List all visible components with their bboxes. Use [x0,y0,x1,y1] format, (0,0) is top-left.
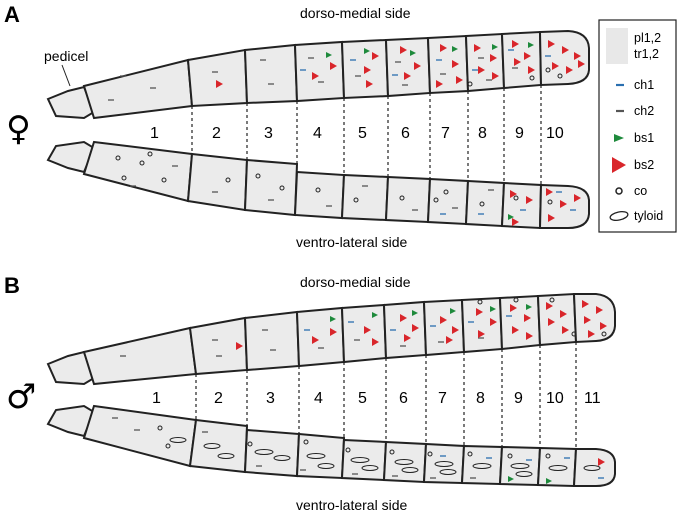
panel-a-segment-number-1: 1 [150,125,159,142]
panel-a-segment-numbers: 1 2 3 4 5 6 7 8 9 10 [150,125,564,142]
panel-a-segment-number-2: 2 [212,125,221,142]
panel-a-ventral-segment-5 [340,173,390,222]
panel-a-dorso-medial-label: dorso-medial side [300,5,411,21]
panel-b-dorso-medial-label: dorso-medial side [300,274,411,290]
legend-ch2-label: ch2 [634,104,654,118]
panel-a-ventral-segment-4 [293,170,346,220]
panel-a-dorsal-segment-10 [538,29,590,87]
panel-a-dorsal-antenna [46,29,590,120]
panel-a-letter: A [4,2,20,27]
panel-b-segment-numbers: 1 2 3 4 5 6 7 8 9 10 11 [152,390,601,407]
legend-bs1-icon [614,134,624,142]
panel-b-dorsal-segment-11 [572,293,616,344]
legend-bs2-label: bs2 [634,158,654,172]
panel-a-ventral-segment-2 [186,152,249,212]
panel-b-segment-number-11: 11 [584,390,601,407]
panel-b-ventral-segment-2 [188,418,249,474]
panel-a-ventral-antenna [46,140,590,230]
legend-co-label: co [634,184,647,198]
male-symbol-icon: ♂ [6,377,36,417]
panel-b-dorsal-segment-4 [295,306,346,368]
female-symbol-icon: ♀ [6,109,31,149]
panel-a-dorsal-segment-2 [186,48,249,108]
panel-b-dorsal-segment-1 [82,326,198,386]
panel-b-ventral-segment-7 [422,442,466,485]
panel-a-segment-number-9: 9 [515,125,524,142]
panel-b-segment-number-1: 1 [152,390,161,407]
panel-b-segment-number-8: 8 [476,390,485,407]
panel-b-ventral-segment-1 [82,404,198,468]
panel-a-segment-dividers [191,85,542,185]
panel-b-dorsal-segment-9 [498,294,542,351]
panel-b-dorsal-sensilla [120,297,607,357]
panel-b-segment-number-2: 2 [214,390,223,407]
panel-b-segment-number-6: 6 [399,390,408,407]
legend-ch1-label: ch1 [634,78,654,92]
panel-a-dorsal-segment-7 [426,34,470,95]
panel-b-segment-dividers [195,342,577,449]
panel-a-segment-number-3: 3 [264,125,273,142]
panel-b-ventral-segment-10 [536,446,578,488]
panel-b-ventral-sensilla [112,417,605,484]
panel-b-segment-number-9: 9 [514,390,523,407]
legend-bs1-label: bs1 [634,131,654,145]
panel-b-ventral-segment-9 [498,445,542,487]
panel-a-segment-number-5: 5 [358,125,367,142]
legend-tyloid-label: tyloid [634,209,663,223]
panel-b-segment-number-7: 7 [438,390,447,407]
panel-a-dorsal-sensilla [108,40,585,101]
panel-b-ventral-segment-11 [572,448,616,487]
panel-b-ventro-lateral-label: ventro-lateral side [296,497,407,513]
pedicel-leader-line [61,64,71,87]
legend-pl-label: pl1,2 [634,31,661,45]
panel-b-dorsal-segment-7 [422,298,466,357]
panel-a-ventral-segment-1 [82,140,194,203]
panel-b-letter: B [4,273,20,298]
panel-a-dorsal-segment-4 [293,40,346,103]
panel-b-dorsal-segment-8 [460,296,504,354]
panel-a-dorsal-segment-9 [500,30,543,90]
legend-pl-tr-swatch [606,28,628,64]
panel-b-segment-number-10: 10 [546,390,564,407]
panel-b: B dorso-medial side ventro-lateral side … [4,273,616,513]
panel-a-dorsal-segment-6 [384,36,432,98]
legend-co-icon [615,187,623,195]
panel-b-ventral-segment-6 [382,440,428,484]
pedicel-label: pedicel [44,48,88,64]
legend: pl1,2 tr1,2 ch1 ch2 bs1 bs2 co tyloid [598,19,677,233]
panel-b-segment-number-5: 5 [358,390,367,407]
panel-b-segment-number-4: 4 [314,390,323,407]
panel-b-dorsal-antenna [46,292,616,386]
legend-tr-label: tr1,2 [634,47,659,61]
panel-a-ventral-segment-3 [243,158,299,217]
panel-a-ventro-lateral-label: ventro-lateral side [296,234,407,250]
panel-a: A dorso-medial side ventro-lateral side … [4,2,590,250]
panel-b-dorsal-segment-3 [243,310,301,372]
panel-a-ventral-sensilla [115,151,581,226]
panel-b-ventral-segment-8 [460,444,504,486]
panel-a-dorsal-segment-3 [243,43,299,105]
panel-a-segment-number-10: 10 [546,125,564,142]
panel-a-segment-number-7: 7 [441,125,450,142]
panel-b-ventral-antenna [46,404,616,488]
legend-tyloid-icon [609,211,629,221]
panel-a-segment-number-8: 8 [478,125,487,142]
panel-a-dorsal-segment-1 [82,58,194,120]
panel-b-ventral-segment-5 [340,438,388,482]
panel-a-segment-number-4: 4 [313,125,322,142]
legend-bs2-icon [612,157,626,173]
panel-a-ventral-segment-8 [464,179,506,228]
panel-a-ventral-segment-6 [384,175,432,224]
panel-b-dorsal-segment-10 [536,292,578,347]
panel-b-segment-number-3: 3 [266,390,275,407]
panel-a-ventral-segment-9 [500,181,543,230]
panel-a-segment-number-6: 6 [401,125,410,142]
